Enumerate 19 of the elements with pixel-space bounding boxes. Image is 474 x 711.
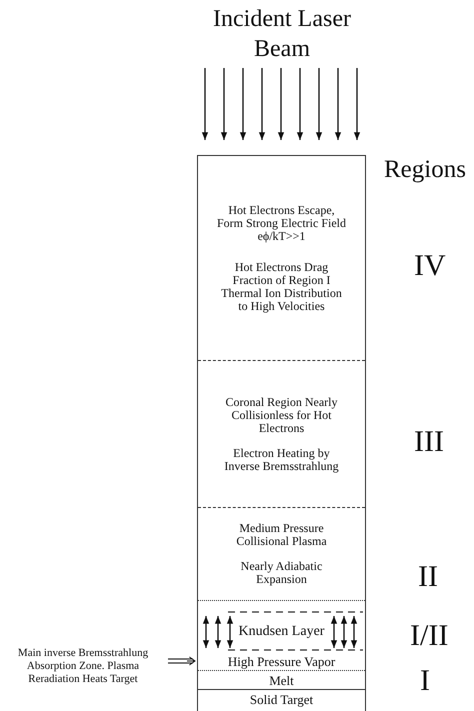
region-description: Medium Pressure Collisional Plasma <box>235 522 328 548</box>
region-description: Electron Heating by Inverse Bremsstrahlung <box>223 446 340 472</box>
annotation-text: Main inverse Bremsstrahlung Absorption Zone. Plasma Reradiation Heats Target <box>0 647 166 686</box>
region-numeral: II <box>418 560 438 594</box>
region-numeral: IV <box>414 249 446 283</box>
regions-heading: Regions <box>384 155 466 184</box>
double-line-arrow <box>168 656 196 666</box>
region-description: Hot Electrons Escape, Form Strong Electric Field eϕ/kT>>1 <box>216 204 347 242</box>
region-description: High Pressure Vapor <box>226 654 336 669</box>
title: Incident Laser Beam <box>212 5 352 64</box>
region-description: Hot Electrons Drag Fraction of Region I Thermal Ion Distribution to High Velocities <box>220 260 343 312</box>
region-description: Melt <box>268 672 295 688</box>
region-numeral: I <box>420 664 430 698</box>
region-numeral: I/II <box>410 619 448 653</box>
region-description: Solid Target <box>248 692 314 706</box>
region-description: Coronal Region Nearly Collisionless for Hot Electrons <box>224 396 338 434</box>
region-numeral: III <box>414 425 444 459</box>
region-description: Nearly Adiabatic Expansion <box>240 560 324 586</box>
region-description: Knudsen Layer <box>238 624 326 638</box>
